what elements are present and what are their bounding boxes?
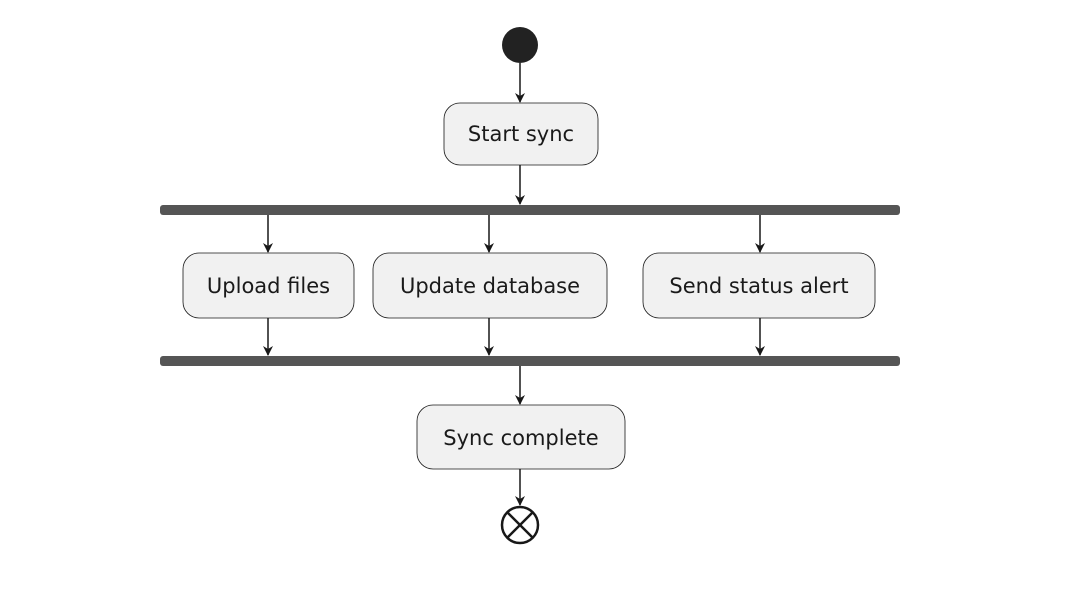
fork-bar — [160, 205, 900, 215]
node-start-sync: Start sync — [443, 102, 599, 166]
node-update-database-label: Update database — [400, 274, 580, 298]
node-update-database: Update database — [372, 252, 608, 319]
node-sync-complete-label: Sync complete — [443, 426, 598, 450]
end-node-icon — [500, 505, 540, 545]
node-sync-complete: Sync complete — [416, 404, 626, 470]
join-bar — [160, 356, 900, 366]
node-upload-files-label: Upload files — [207, 274, 330, 298]
node-upload-files: Upload files — [182, 252, 355, 319]
node-start-sync-label: Start sync — [468, 122, 574, 146]
start-node-icon — [502, 27, 538, 63]
node-send-status-alert: Send status alert — [642, 252, 876, 319]
node-send-status-alert-label: Send status alert — [669, 274, 848, 298]
